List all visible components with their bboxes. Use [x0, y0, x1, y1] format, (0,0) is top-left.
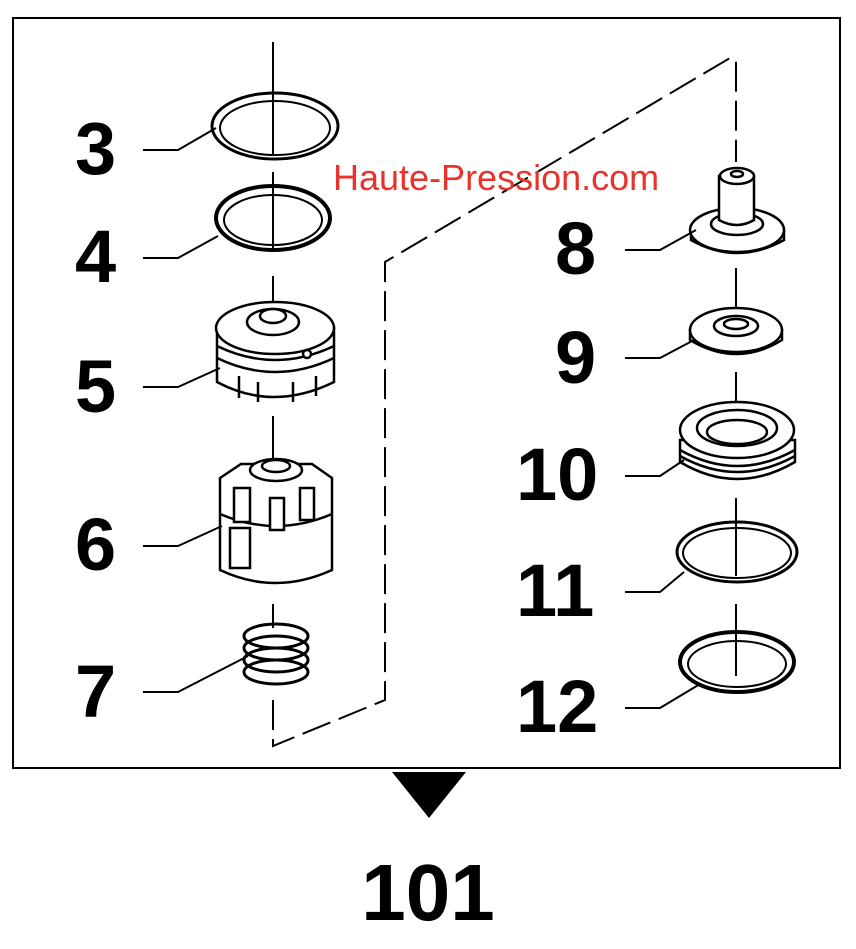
part-7-spring	[242, 622, 310, 686]
part-number-10: 10	[516, 433, 598, 516]
part-number-11: 11	[516, 549, 594, 632]
down-arrow-icon	[392, 772, 466, 818]
part-number-5: 5	[75, 345, 116, 428]
part-number-4: 4	[75, 215, 116, 298]
part-number-8: 8	[555, 207, 596, 290]
part-3-o-ring	[210, 91, 340, 161]
part-number-3: 3	[75, 107, 116, 190]
part-4-o-ring	[214, 184, 332, 252]
assembly-number: 101	[361, 848, 494, 937]
part-5-valve-seat	[214, 300, 336, 402]
part-8-valve-plate	[688, 166, 786, 255]
assembly-dashed-line	[272, 56, 737, 748]
watermark-text: Haute-Pression.com	[333, 157, 659, 198]
leader-lines	[143, 127, 701, 709]
part-9-valve-disc	[688, 306, 784, 356]
diagram-frame	[12, 17, 841, 769]
part-number-12: 12	[516, 665, 598, 748]
part-10-seal-retainer	[678, 400, 797, 481]
part-12-o-ring	[678, 630, 796, 694]
part-number-7: 7	[75, 650, 116, 733]
part-6-valve-cage	[218, 457, 334, 585]
part-11-o-ring	[675, 520, 799, 584]
part-number-6: 6	[75, 503, 116, 586]
part-number-9: 9	[555, 316, 596, 399]
